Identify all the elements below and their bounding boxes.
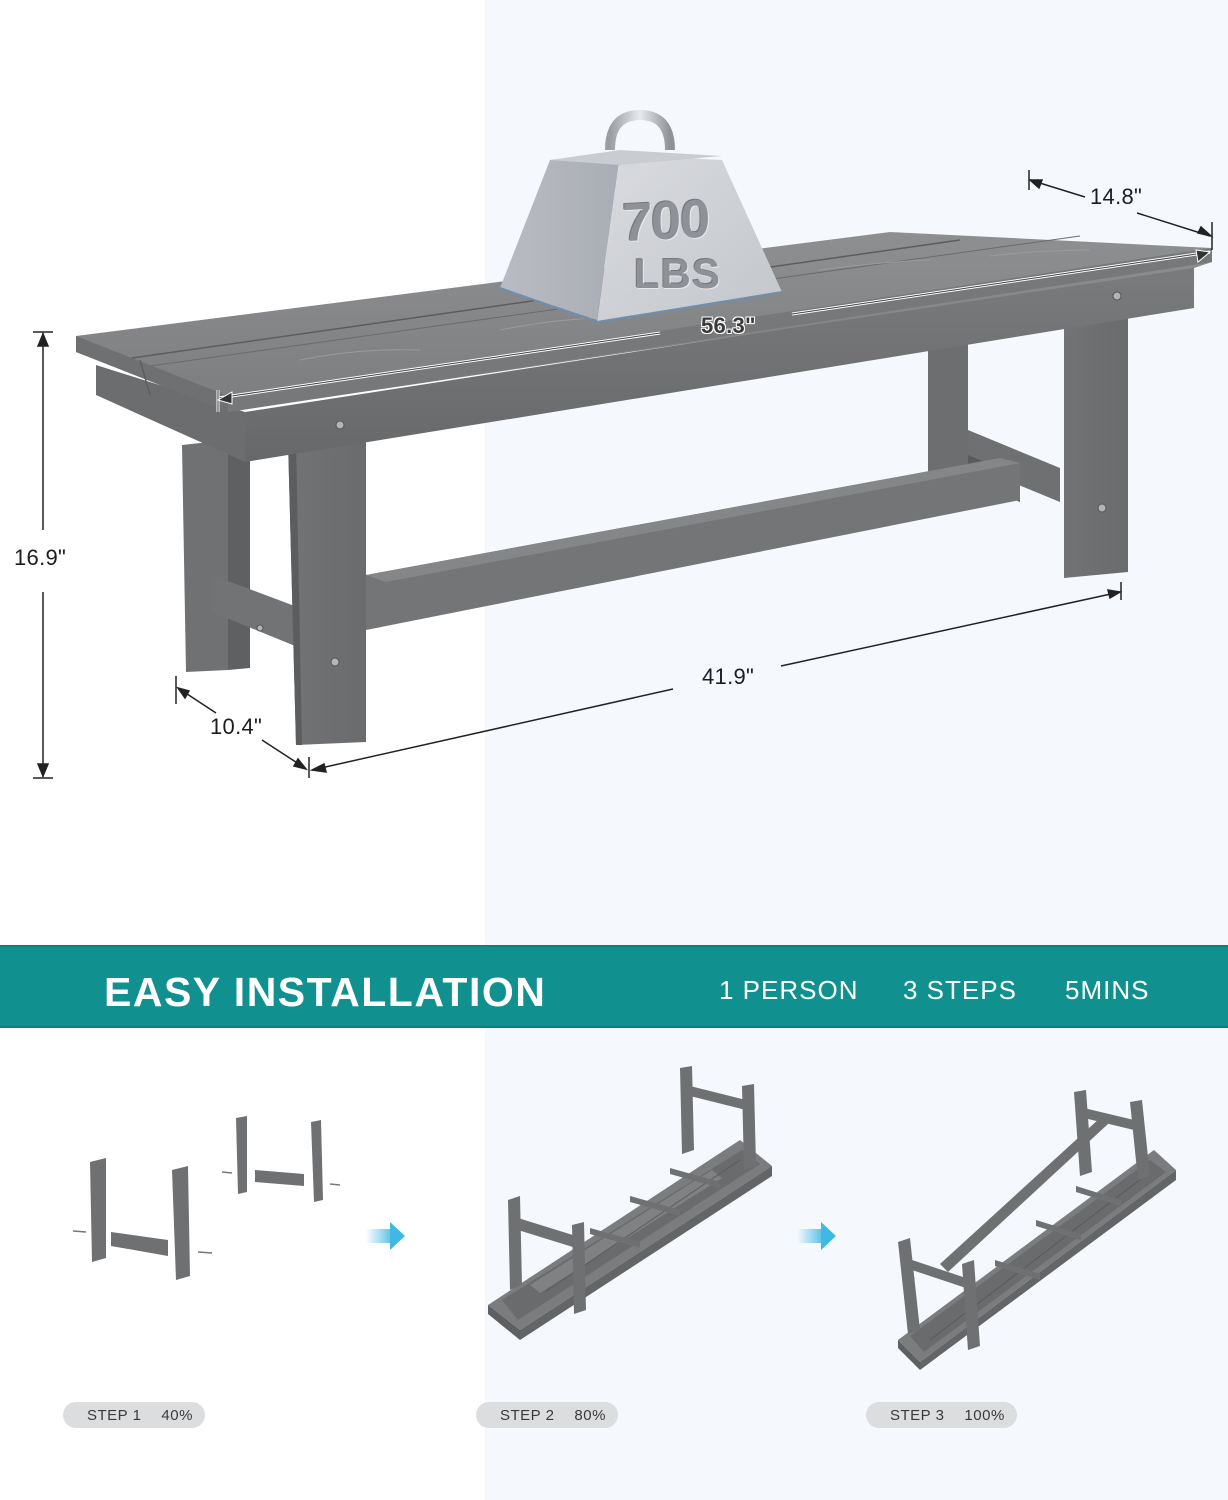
arrow-right-icon <box>797 1222 836 1250</box>
weight-unit: LBS <box>634 250 721 297</box>
stat-steps: 3 STEPS <box>903 975 1017 1005</box>
step-3-progress: 100% <box>964 1406 1005 1424</box>
seat-depth-label: 14.8" <box>1090 184 1143 209</box>
leg-depth-label: 10.4" <box>210 714 263 739</box>
back-legs <box>182 336 968 672</box>
leg-span-label: 41.9" <box>702 664 755 689</box>
step3-bench <box>898 1090 1176 1370</box>
step-1-badge: STEP 1 40% <box>63 1402 205 1428</box>
leg-span-dimension <box>309 582 1123 773</box>
bench-illustration <box>33 109 1214 779</box>
step2-bench <box>488 1066 772 1340</box>
leg-depth-dimension <box>175 676 310 778</box>
height-label: 16.9" <box>14 545 67 570</box>
step-2-progress: 80% <box>574 1406 606 1424</box>
step-1-label: STEP 1 <box>87 1406 142 1424</box>
step-2-badge: STEP 2 80% <box>476 1402 618 1428</box>
seat-length-label: 56.3" <box>701 313 756 338</box>
weight-value: 700 <box>622 188 710 254</box>
seat-depth-dimension <box>1028 170 1214 250</box>
weight-icon <box>499 109 783 323</box>
height-dimension <box>33 331 53 779</box>
step1-parts <box>72 1116 341 1280</box>
stat-time: 5MINS <box>1065 975 1150 1005</box>
installation-steps: STEP 1 40% STEP 2 80% STEP 3 100% <box>0 1030 1228 1500</box>
step-3-label: STEP 3 <box>890 1406 945 1424</box>
seat-length-dimension <box>216 249 1212 412</box>
banner-title: EASY INSTALLATION <box>104 969 547 1015</box>
bench-dimension-diagram: 700 LBS 56.3" 14.8" 16.9" 10.4" 41.9" <box>14 109 1214 779</box>
steps-illustration <box>72 1066 1176 1370</box>
step-3-badge: STEP 3 100% <box>866 1402 1017 1428</box>
easy-installation-banner: EASY INSTALLATION 1 PERSON 3 STEPS 5MINS <box>0 945 1228 1028</box>
stat-persons: 1 PERSON <box>719 975 859 1005</box>
step-1-progress: 40% <box>161 1406 193 1424</box>
arrow-right-icon <box>366 1222 405 1250</box>
step-2-label: STEP 2 <box>500 1406 555 1424</box>
